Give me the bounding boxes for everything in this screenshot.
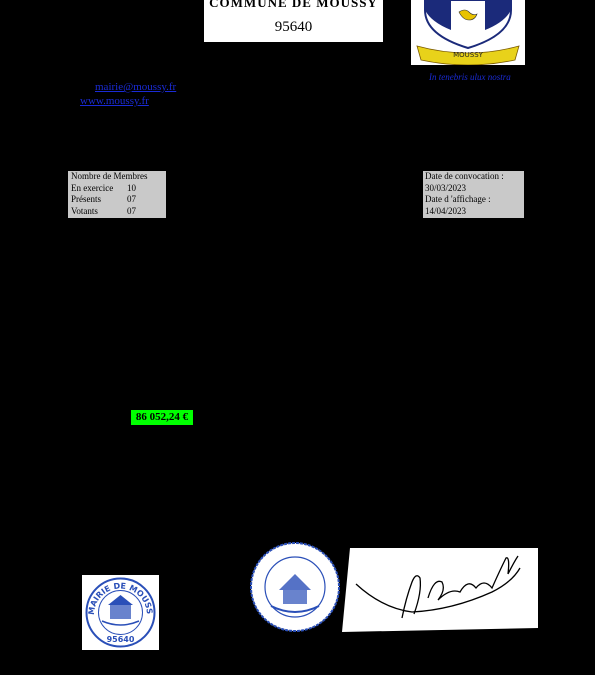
official-stamp — [245, 538, 345, 636]
affichage-label: Date d 'affichage : — [425, 194, 491, 204]
seal-postcode: 95640 — [107, 635, 135, 644]
members-value: 07 — [127, 194, 136, 204]
official-stamp-icon — [250, 542, 340, 632]
signature-icon — [342, 548, 538, 632]
members-row-exercice: En exercice 10 — [71, 183, 166, 195]
commune-title: COMMUNE DE MOUSSY — [209, 0, 378, 10]
members-title: Nombre de Membres — [71, 171, 148, 181]
website-link[interactable]: www.moussy.fr — [80, 95, 149, 107]
members-label: En exercice — [71, 182, 114, 193]
amount-highlight: 86 052,24 € — [131, 410, 193, 425]
members-label: Votants — [71, 205, 98, 216]
members-value: 07 — [127, 205, 136, 216]
mairie-seal: MAIRIE DE MOUSSY 95640 — [78, 568, 159, 650]
commune-postcode: 95640 — [274, 19, 313, 35]
members-row-presents: Présents 07 — [71, 194, 166, 206]
mairie-seal-icon: MAIRIE DE MOUSSY 95640 — [78, 568, 156, 648]
dates-box: Date de convocation : 30/03/2023 Date d … — [423, 171, 524, 218]
affichage-date: 14/04/2023 — [425, 205, 467, 216]
convocation-label: Date de convocation : — [425, 171, 504, 181]
motto: In tenebris ulux nostra — [429, 72, 511, 82]
signature — [342, 548, 538, 632]
crest-banner-text: MOUSSY — [453, 51, 484, 59]
members-row-votants: Votants 07 — [71, 206, 166, 218]
members-value: 10 — [127, 182, 136, 193]
members-box: Nombre de Membres En exercice 10 Présents… — [68, 171, 166, 218]
convocation-date: 30/03/2023 — [425, 182, 467, 193]
members-label: Présents — [71, 194, 101, 204]
header-box: COMMUNE DE MOUSSY 95640 — [204, 0, 383, 42]
email-link[interactable]: mairie@moussy.fr — [95, 81, 177, 93]
coat-of-arms: MOUSSY — [411, 0, 525, 66]
coat-of-arms-icon: MOUSSY — [416, 0, 520, 66]
